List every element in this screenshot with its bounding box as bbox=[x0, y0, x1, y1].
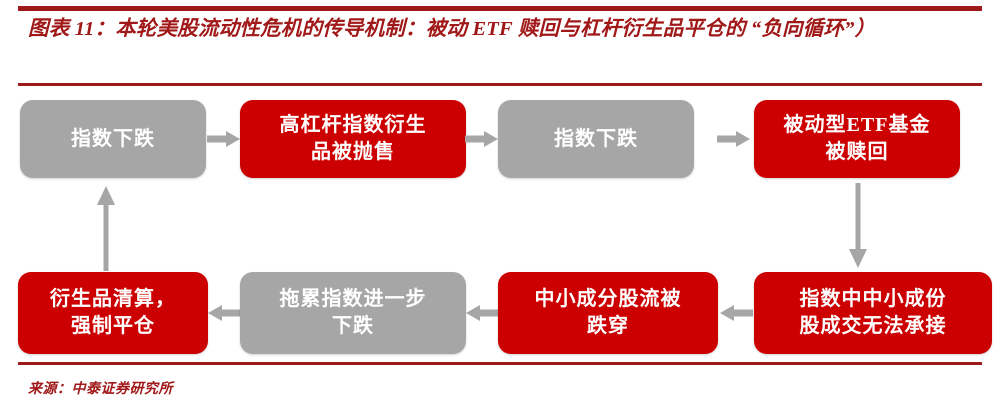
flow-node-label: 指数下跌 bbox=[71, 127, 155, 150]
flow-arrow-n3-to-n4 bbox=[716, 127, 752, 151]
flowchart-canvas: 指数下跌 高杠杆指数衍生 品被抛售 指数下跌 bbox=[0, 86, 1000, 360]
source-note: 来源：中泰证券研究所 bbox=[28, 382, 173, 397]
header-rule-top bbox=[18, 6, 982, 11]
flow-node-index-decline-2[interactable]: 指数下跌 bbox=[498, 100, 694, 178]
flow-node-label: 中小成分股流被 跌穿 bbox=[506, 286, 710, 340]
flow-node-derivatives-liquidation[interactable]: 衍生品清算， 强制平仓 bbox=[18, 272, 208, 354]
flow-node-label-line2: 跌穿 bbox=[587, 315, 629, 337]
flow-node-label-line2: 下跌 bbox=[332, 315, 374, 337]
flow-node-label-line1: 拖累指数进一步 bbox=[279, 288, 427, 310]
flow-node-passive-etf-redemption[interactable]: 被动型ETF基金 被赎回 bbox=[754, 100, 960, 178]
flow-node-label-line2: 品被抛售 bbox=[311, 141, 395, 163]
flow-arrow-n5-to-n6-left bbox=[718, 301, 754, 325]
flow-node-label-line2: 强制平仓 bbox=[71, 315, 155, 337]
flow-node-label-line1: 被动型ETF基金 bbox=[783, 114, 931, 136]
flow-node-label-line2: 股成交无法承接 bbox=[799, 315, 947, 337]
flow-node-small-cap-constituents-breakdown[interactable]: 中小成分股流被 跌穿 bbox=[498, 272, 718, 354]
flow-arrow-n2-to-n3 bbox=[464, 127, 500, 151]
page-title: 图表 11：本轮美股流动性危机的传导机制：被动 ETF 赎回与杠杆衍生品平仓的 … bbox=[28, 18, 876, 40]
flow-node-label-line1: 衍生品清算， bbox=[50, 288, 176, 310]
flow-node-small-cap-liquidity-cannot-absorb[interactable]: 指数中中小成份 股成交无法承接 bbox=[754, 272, 992, 354]
flow-node-label-line1: 中小成分股流被 bbox=[534, 288, 682, 310]
flow-node-label-line1: 高杠杆指数衍生 bbox=[279, 114, 427, 136]
flow-arrow-n7-to-n8-left bbox=[206, 301, 242, 325]
flow-node-label: 指数下跌 bbox=[554, 127, 638, 150]
flow-node-leveraged-derivatives-selloff[interactable]: 高杠杆指数衍生 品被抛售 bbox=[240, 100, 466, 178]
header-rule-bottom bbox=[18, 83, 982, 86]
flow-arrow-n4-to-n5-down bbox=[845, 182, 871, 272]
flow-arrow-n1-to-n2 bbox=[206, 127, 242, 151]
flow-node-label-line2: 被赎回 bbox=[825, 141, 889, 163]
flow-node-label-line1: 指数中中小成份 bbox=[799, 288, 947, 310]
flow-node-index-decline-1[interactable]: 指数下跌 bbox=[20, 100, 206, 178]
flow-node-label: 高杠杆指数衍生 品被抛售 bbox=[248, 112, 458, 166]
flow-node-drag-index-further-down[interactable]: 拖累指数进一步 下跌 bbox=[240, 272, 466, 354]
footer-rule bbox=[18, 362, 982, 365]
flow-node-label: 衍生品清算， 强制平仓 bbox=[26, 286, 200, 340]
flow-arrow-n8-to-n1-up bbox=[93, 180, 119, 272]
flow-arrow-n6-to-n7-left bbox=[464, 301, 500, 325]
flow-node-label: 指数中中小成份 股成交无法承接 bbox=[762, 286, 984, 340]
flow-node-label: 被动型ETF基金 被赎回 bbox=[762, 112, 952, 166]
flow-node-label: 拖累指数进一步 下跌 bbox=[248, 286, 458, 340]
